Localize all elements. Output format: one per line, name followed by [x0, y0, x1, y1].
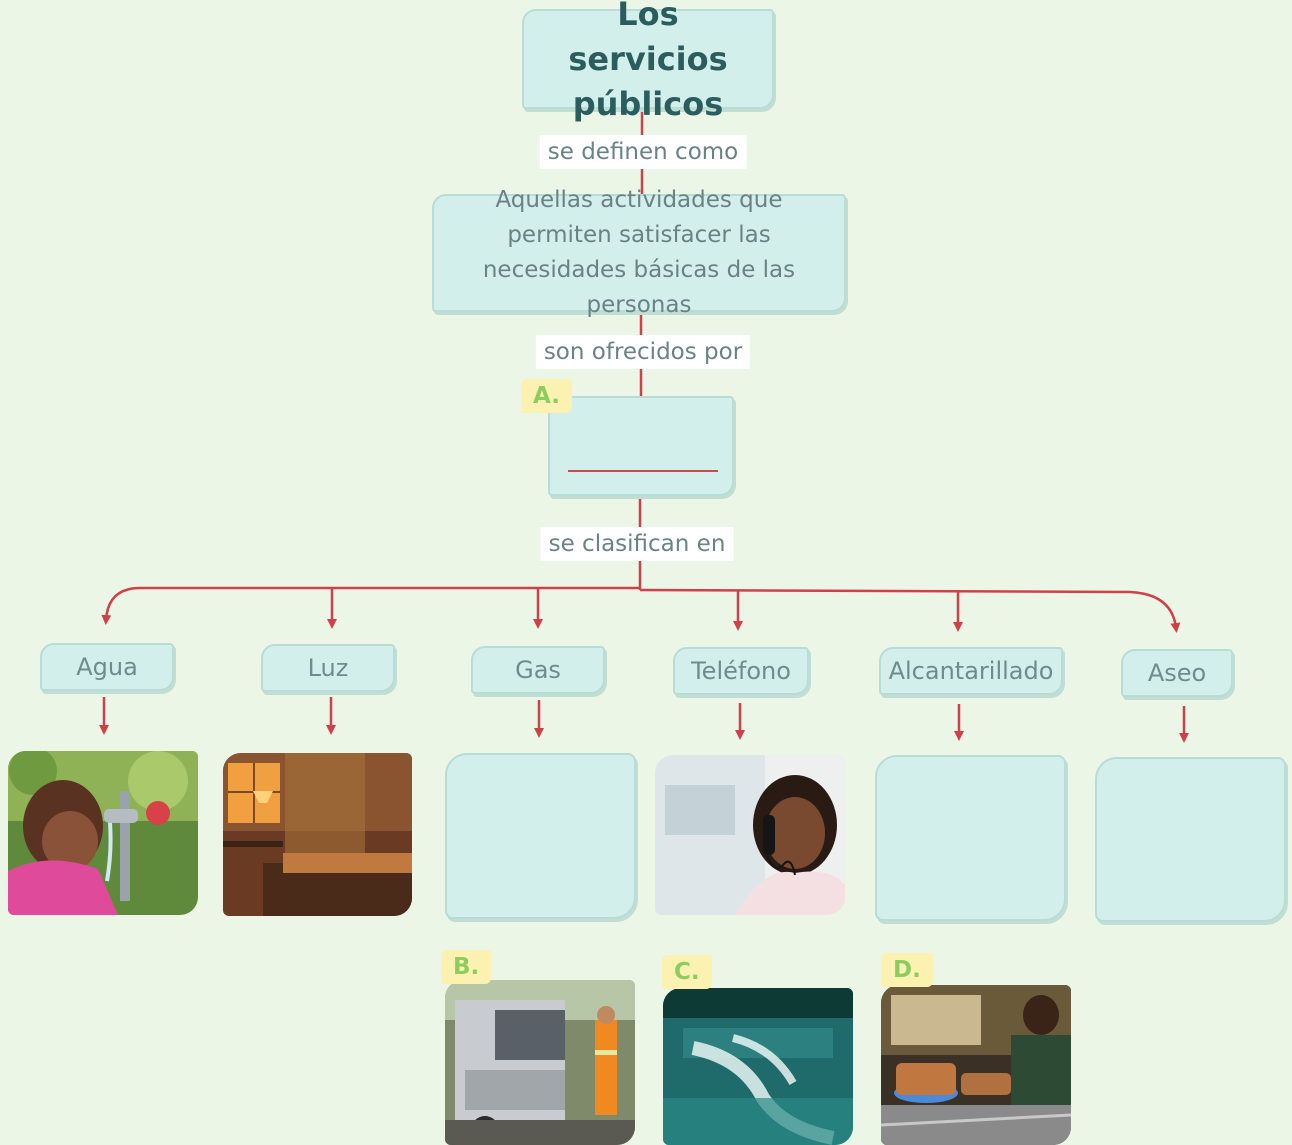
label-b: B.	[441, 950, 492, 984]
image-gas-stove[interactable]	[881, 985, 1071, 1145]
empty-image-slot-aseo[interactable]	[1095, 757, 1286, 922]
category-agua: Agua	[40, 643, 174, 691]
empty-image-slot-gas[interactable]	[445, 753, 636, 919]
category-label: Agua	[76, 653, 138, 681]
definition-text: Aquellas actividades que permiten satisf…	[482, 187, 796, 318]
title-box: Los servicios públicos	[522, 0, 774, 123]
label-d: D.	[881, 953, 933, 987]
image-lit-bedroom	[223, 753, 412, 916]
category-alcantarillado: Alcantarillado	[879, 647, 1063, 695]
label-a: A.	[521, 379, 572, 413]
empty-image-slot-alcantarillado[interactable]	[875, 755, 1066, 921]
answer-box-a[interactable]	[548, 396, 734, 496]
image-woman-on-telephone	[655, 755, 845, 915]
category-label: Gas	[515, 656, 561, 684]
page-title: Los servicios públicos	[568, 0, 728, 123]
category-aseo: Aseo	[1121, 649, 1233, 697]
category-luz: Luz	[261, 644, 395, 692]
category-label: Aseo	[1147, 659, 1207, 687]
image-garbage-truck[interactable]	[445, 980, 635, 1145]
category-label: Luz	[307, 654, 349, 682]
connector-offered-by: son ofrecidos por	[535, 335, 751, 369]
answer-blank-line	[568, 470, 718, 472]
image-girl-drinking-water	[8, 751, 198, 915]
image-water-discharge[interactable]	[663, 988, 853, 1145]
category-label: Teléfono	[691, 657, 791, 685]
category-telefono: Teléfono	[673, 647, 809, 695]
definition-box: Aquellas actividades que permiten satisf…	[432, 187, 846, 318]
category-gas: Gas	[471, 646, 605, 694]
label-c: C.	[662, 955, 712, 989]
connector-defined-as: se definen como	[539, 135, 747, 169]
connector-classified-in: se clasifican en	[540, 527, 734, 561]
category-label: Alcantarillado	[888, 657, 1054, 685]
